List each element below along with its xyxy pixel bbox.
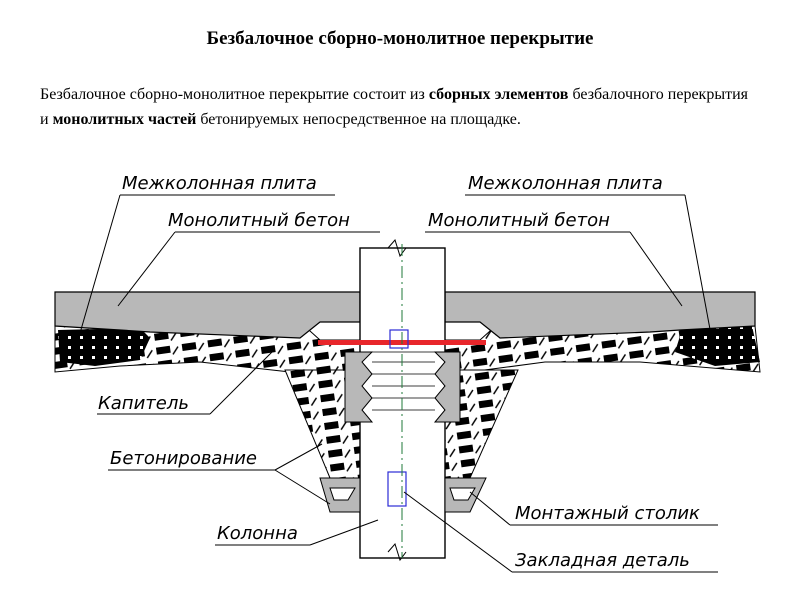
- embedded-part-top: [389, 329, 409, 349]
- column-break-top: [387, 238, 407, 258]
- label-plate-right: Межколонная плита: [468, 173, 663, 194]
- label-concrete-left: Монолитный бетон: [168, 210, 350, 231]
- label-capital: Капитель: [98, 393, 189, 414]
- intro-bold-prefab: сборных элементов: [428, 86, 569, 103]
- concrete-joint-right: [675, 326, 760, 366]
- intro-paragraph: Безбалочное сборно-монолитное перекрытие…: [40, 82, 748, 132]
- embedded-part-bottom: [387, 471, 407, 507]
- mounting-table-brackets: [329, 487, 476, 501]
- corrugated-joint-right: [433, 351, 461, 423]
- label-concrete-right: Монолитный бетон: [428, 210, 610, 231]
- column-break-bottom: [387, 542, 407, 562]
- intro-text-2: безбалочного перекрытия и: [40, 86, 748, 128]
- corrugated-joint-left: [344, 351, 374, 423]
- intro-bold-monolithic: монолитных частей: [52, 111, 197, 128]
- label-concreting: Бетонирование: [110, 448, 257, 469]
- intro-text-3: бетонируемых непосредственное на площадк…: [196, 111, 521, 128]
- page-title: Безбалочное сборно-монолитное перекрытие: [206, 28, 594, 49]
- concrete-joint-left: [58, 328, 150, 366]
- slab-right: [444, 291, 756, 339]
- label-mount-table: Монтажный столик: [515, 503, 700, 524]
- intro-text-1: Безбалочное сборно-монолитное перекрытие…: [40, 86, 429, 103]
- label-column: Колонна: [217, 523, 298, 544]
- label-plate-left: Межколонная плита: [122, 173, 317, 194]
- label-embedded-part: Закладная деталь: [515, 550, 690, 571]
- corrugation-lines: [366, 351, 440, 411]
- leader-lines: [77, 194, 718, 573]
